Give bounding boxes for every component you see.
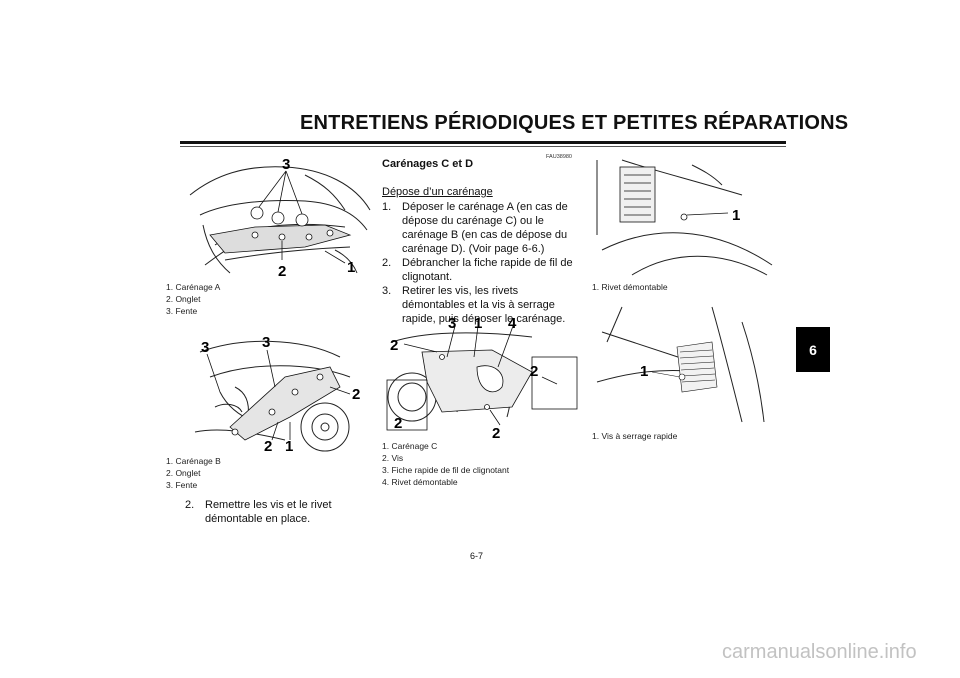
callout-1: 1 — [285, 438, 293, 452]
step-number: 2. — [382, 257, 392, 269]
title-rule-thin — [180, 146, 786, 147]
callout-2: 2 — [390, 337, 398, 354]
chapter-tab: 6 — [796, 327, 830, 372]
left-step: 2. Remettre les vis et le rivet démontabl… — [185, 498, 375, 526]
callout-3: 3 — [282, 156, 290, 173]
caption-item: 1. Carénage C — [382, 441, 438, 451]
callout-2: 2 — [264, 438, 272, 452]
step-text: Remettre les vis et le rivet démontable … — [205, 499, 332, 525]
middle-steps: 1. Déposer le carénage A (en cas de dépos… — [382, 200, 578, 326]
step-item: 2. Débrancher la fiche rapide de fil de c… — [382, 256, 578, 284]
callout-3: 3 — [201, 339, 209, 356]
section-title: Carénages C et D — [382, 158, 474, 170]
caption-item: 1. Vis à serrage rapide — [592, 431, 678, 441]
left-caption-2: 1. Carénage B 2. Onglet 3. Fente — [166, 455, 221, 491]
page-title: ENTRETIENS PÉRIODIQUES ET PETITES RÉPARA… — [300, 112, 849, 134]
callout-4: 4 — [508, 315, 517, 332]
step-number: 2. — [185, 499, 195, 511]
callout-2: 2 — [394, 415, 402, 432]
step-number: 3. — [382, 285, 392, 297]
step-item: 1. Déposer le carénage A (en cas de dépos… — [382, 200, 578, 256]
caption-item: 1. Carénage B — [166, 456, 221, 466]
caption-item: 1. Carénage A — [166, 282, 221, 292]
middle-figure: 3 1 4 2 2 2 2 — [386, 315, 578, 440]
right-caption-1: 1. Rivet démontable — [592, 281, 668, 293]
right-figure-2: 1 — [596, 306, 765, 423]
watermark: carmanualsonline.info — [722, 641, 917, 663]
callout-1: 1 — [732, 207, 740, 224]
caption-item: 2. Vis — [382, 453, 404, 463]
step-text: Retirer les vis, les rivets démontables … — [402, 285, 566, 325]
caption-item: 3. Fente — [166, 306, 198, 316]
caption-item: 4. Rivet démontable — [382, 477, 458, 487]
callout-2: 2 — [278, 263, 286, 280]
reference-code: FAU38980 — [546, 154, 572, 160]
step-item: 2. Remettre les vis et le rivet démontabl… — [185, 498, 375, 526]
page-number: 6-7 — [470, 551, 484, 561]
caption-item: 3. Fente — [166, 480, 198, 490]
subheading: Dépose d’un carénage — [382, 186, 493, 198]
left-caption-1: 1. Carénage A 2. Onglet 3. Fente — [166, 281, 220, 317]
step-text: Déposer le carénage A (en cas de dépose … — [402, 201, 568, 255]
step-text: Débrancher la fiche rapide de fil de cli… — [402, 257, 573, 283]
left-figure-2: 3 3 2 2 1 — [194, 334, 360, 452]
caption-item: 1. Rivet démontable — [592, 282, 668, 292]
caption-item: 2. Onglet — [166, 294, 201, 304]
callout-3: 3 — [262, 334, 270, 351]
callout-1: 1 — [474, 315, 482, 332]
right-caption-2: 1. Vis à serrage rapide — [592, 430, 677, 442]
callout-2: 2 — [352, 386, 360, 403]
callout-2: 2 — [530, 363, 538, 380]
caption-item: 2. Onglet — [166, 468, 201, 478]
step-item: 3. Retirer les vis, les rivets démontable… — [382, 284, 578, 326]
title-rule — [180, 141, 786, 144]
callout-1: 1 — [347, 259, 355, 276]
step-number: 1. — [382, 201, 392, 213]
callout-1: 1 — [640, 363, 648, 380]
left-figure-1: 3 2 1 — [189, 156, 371, 280]
callout-2: 2 — [492, 425, 500, 440]
callout-3: 3 — [448, 315, 456, 332]
caption-item: 3. Fiche rapide de fil de clignotant — [382, 465, 510, 475]
middle-caption: 1. Carénage C 2. Vis 3. Fiche rapide de … — [382, 440, 509, 488]
right-figure-1: 1 — [596, 159, 773, 276]
